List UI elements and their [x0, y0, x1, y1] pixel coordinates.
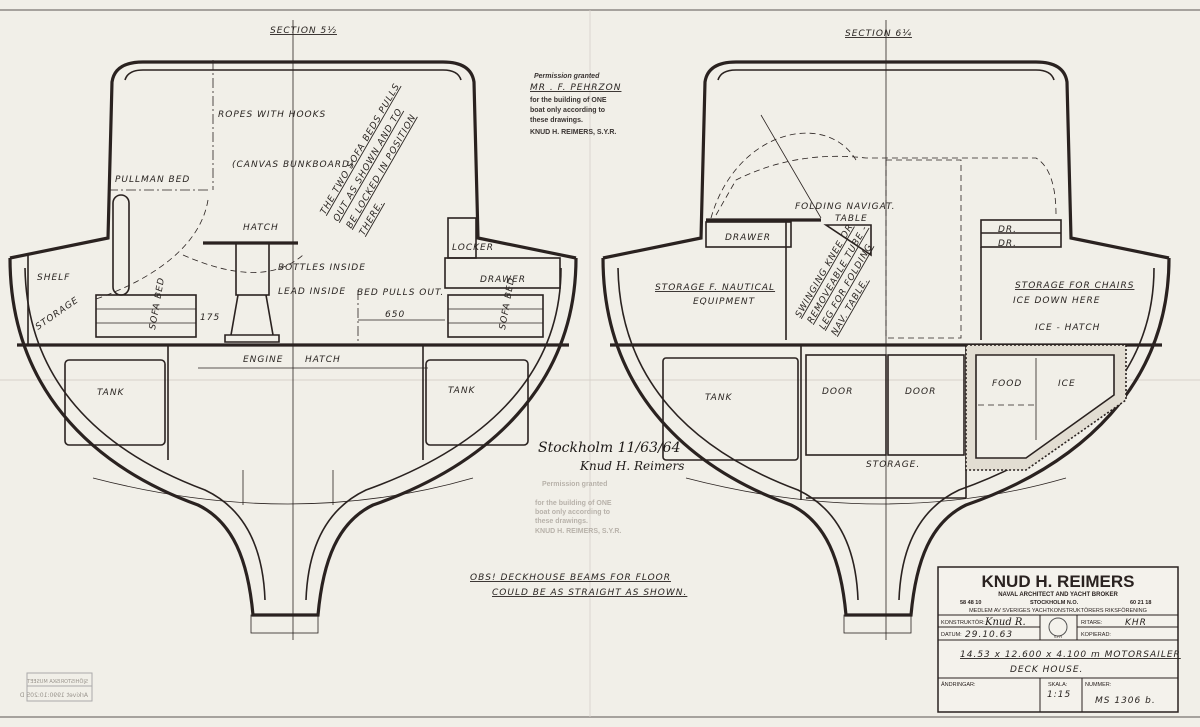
- ritare-label: RITARE:: [1081, 620, 1103, 626]
- seal-icon: [1048, 617, 1068, 637]
- label-tank-right: TANK: [448, 386, 476, 396]
- label-ice: ICE: [1058, 379, 1076, 389]
- label-table: TABLE: [835, 214, 868, 224]
- note-swinging-knee: SWINGING KNEE OR REMOVEABLE TUBE - LEG F…: [794, 222, 875, 337]
- label-hatch: HATCH: [305, 355, 341, 365]
- label-hatch-small: HATCH: [243, 223, 279, 233]
- label-storage: STORAGE: [34, 295, 81, 332]
- label-dim-650: 650: [385, 310, 405, 320]
- label-storage-chairs: STORAGE FOR CHAIRS: [1015, 281, 1134, 291]
- stamp-line: boat only according to: [530, 107, 605, 114]
- label-dr-1: DR.: [998, 225, 1017, 235]
- konstruktor-label: KONSTRUKTÖR:: [941, 619, 985, 626]
- label-ice-hatch: ICE - HATCH: [1035, 323, 1100, 333]
- label-food: FOOD: [992, 379, 1022, 389]
- label-ropes: ROPES WITH HOOKS: [218, 110, 326, 120]
- faint-stamp-line: KNUD H. REIMERS, S.Y.R.: [535, 528, 621, 535]
- section-right-title: SECTION 6¼: [845, 29, 912, 39]
- label-engine: ENGINE: [243, 355, 283, 365]
- label-locker: LOCKER: [452, 243, 494, 253]
- datum-label: DATUM:: [941, 632, 962, 638]
- stamp-line: KNUD H. REIMERS, S.Y.R.: [530, 129, 616, 136]
- archive-line: Arkivet 1990:10:205 D: [19, 692, 88, 699]
- label-tank: TANK: [705, 393, 733, 403]
- faint-stamp-line: for the building of ONE: [535, 500, 612, 507]
- andringar-label: ÄNDRINGAR:: [941, 681, 976, 688]
- ritare-value: KHR: [1125, 618, 1147, 628]
- stamp-line: these drawings.: [530, 117, 583, 124]
- permission-stamp: Permission granted MR . F. PEHRZON for t…: [530, 73, 621, 136]
- firm-name: KNUD H. REIMERS: [981, 572, 1134, 591]
- label-canvas: (CANVAS BUNKBOARD): [232, 160, 354, 170]
- signature-line: Knud H. Reimers: [579, 459, 684, 473]
- stamp-name: MR . F. PEHRZON: [530, 83, 621, 93]
- label-storage-bottom: STORAGE.: [866, 460, 920, 470]
- description-1: 14.53 x 12.600 x 4.100 m MOTORSAILER: [960, 650, 1181, 660]
- signature-line: Stockholm 11/63/64: [538, 440, 681, 456]
- note-line-1: OBS! DECKHOUSE BEAMS FOR FLOOR: [470, 573, 671, 583]
- label-bottles: BOTTLES INSIDE: [278, 263, 366, 273]
- label-folding-table: FOLDING NAVIGAT.: [795, 202, 895, 212]
- faint-stamp-line: boat only according to: [535, 509, 610, 516]
- label-lead: LEAD INSIDE: [278, 287, 346, 297]
- faint-stamp-title: Permission granted: [542, 481, 607, 488]
- label-bed-pulls: BED PULLS OUT.: [357, 288, 444, 298]
- stamp-line: for the building of ONE: [530, 97, 607, 104]
- label-sofa-bed-left: SOFA BED: [148, 276, 167, 330]
- title-block: KNUD H. REIMERS NAVAL ARCHITECT AND YACH…: [937, 566, 1181, 713]
- label-pullman: PULLMAN BED: [115, 175, 190, 185]
- firm-city: STOCKHOLM N.O.: [1030, 600, 1079, 606]
- datum-value: 29.10.63: [965, 630, 1013, 640]
- signature: Stockholm 11/63/64 Knud H. Reimers Permi…: [535, 440, 684, 535]
- label-drawer-right: DRAWER: [725, 233, 771, 243]
- firm-subtitle: NAVAL ARCHITECT AND YACHT BROKER: [998, 592, 1118, 598]
- skala-label: SKALA:: [1048, 682, 1068, 688]
- label-drawer-left: DRAWER: [480, 275, 526, 285]
- phone-1: 58 48 10: [960, 600, 981, 606]
- phone-2: 60 21 18: [1130, 600, 1151, 606]
- label-door-2: DOOR: [905, 387, 936, 397]
- nummer-label: NUMMER:: [1085, 682, 1112, 688]
- konstruktor-value: Knud R.: [984, 617, 1026, 628]
- archive-line: SJÖHISTORISKA MUSEET: [26, 678, 88, 685]
- note-line-2: COULD BE AS STRAIGHT AS SHOWN.: [492, 588, 687, 598]
- label-storage-nautical: STORAGE F. NAUTICAL: [655, 283, 775, 293]
- label-dr-2: DR.: [998, 239, 1017, 249]
- archive-stamp: SJÖHISTORISKA MUSEET Arkivet 1990:10:205…: [19, 672, 93, 702]
- section-left-title: SECTION 5½: [270, 26, 337, 36]
- skala-value: 1:15: [1047, 690, 1071, 700]
- label-door-1: DOOR: [822, 387, 853, 397]
- membership: MEDLEM AV SVERIGES YACHTKONSTRUKTÖRERS R…: [969, 607, 1147, 614]
- faint-stamp-line: these drawings.: [535, 518, 588, 525]
- kopierad-label: KOPIERAD:: [1081, 632, 1111, 638]
- nummer-value: MS 1306 b.: [1095, 696, 1156, 706]
- label-tank-left: TANK: [97, 388, 125, 398]
- section-left: [8, 20, 578, 640]
- label-equipment: EQUIPMENT: [693, 297, 756, 307]
- section-right: [601, 20, 1171, 640]
- stamp-title: Permission granted: [534, 73, 600, 80]
- seal-text: SYR: [1054, 634, 1062, 639]
- label-shelf: SHELF: [37, 273, 70, 283]
- label-dim-175: 175: [200, 313, 220, 323]
- label-ice-down: ICE DOWN HERE: [1013, 296, 1100, 306]
- description-2: DECK HOUSE.: [1010, 665, 1083, 675]
